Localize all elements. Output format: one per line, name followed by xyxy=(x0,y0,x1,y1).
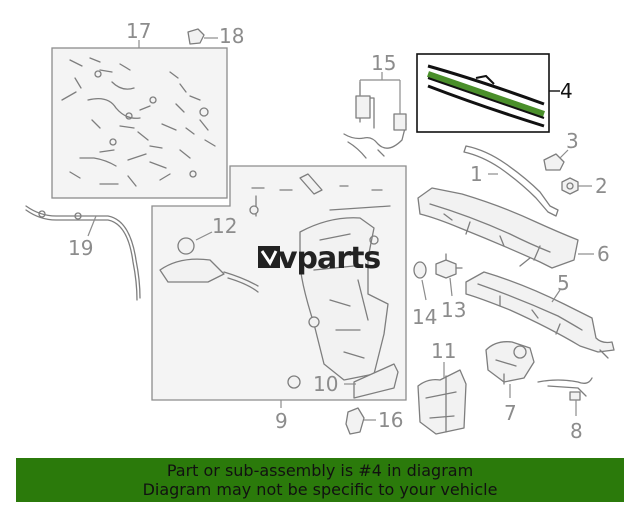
banner-line-2: Diagram may not be specific to your vehi… xyxy=(142,480,498,499)
callout-2: 2 xyxy=(595,174,608,198)
reservoir-lower-11: 11 xyxy=(417,339,467,435)
washer-hose-19: 19 xyxy=(25,205,141,301)
callout-18: 18 xyxy=(219,24,244,48)
harness-15: 15 xyxy=(343,51,407,159)
clip-18: 18 xyxy=(187,24,244,48)
callout-12: 12 xyxy=(212,214,237,238)
pump-motor-7: 7 xyxy=(485,341,535,425)
callout-10: 10 xyxy=(313,372,338,396)
parts-diagram: 17 18 19 15 4 xyxy=(25,19,615,443)
nut-2: 2 xyxy=(561,174,608,198)
seal-14: 14 xyxy=(412,261,437,329)
wiper-arm-1: 1 xyxy=(463,145,559,217)
wiper-blade-4: 4 xyxy=(416,53,573,133)
cowl-lower-5: 5 xyxy=(465,271,615,359)
callout-3: 3 xyxy=(566,129,579,153)
reservoir-box-9: 10 12 9 xyxy=(151,165,407,433)
part-info-banner: Part or sub-assembly is #4 in diagram Di… xyxy=(16,458,624,502)
vparts-watermark: vparts xyxy=(258,241,381,276)
callout-4: 4 xyxy=(560,79,573,103)
callout-19: 19 xyxy=(68,236,93,260)
harness-8: 8 xyxy=(537,377,593,443)
callout-13: 13 xyxy=(441,298,466,322)
callout-1: 1 xyxy=(470,162,483,186)
callout-6: 6 xyxy=(597,242,610,266)
callout-5: 5 xyxy=(557,271,570,295)
cowl-panel-6: 6 xyxy=(417,187,610,269)
callout-15: 15 xyxy=(371,51,396,75)
sensor-13: 13 xyxy=(435,253,466,322)
callout-17: 17 xyxy=(126,19,151,43)
grommet-3: 3 xyxy=(543,129,579,171)
banner-line-1: Part or sub-assembly is #4 in diagram xyxy=(166,461,474,480)
hose-kit-box: 17 xyxy=(51,19,228,199)
callout-14: 14 xyxy=(412,305,437,329)
connector-16: 16 xyxy=(345,407,403,435)
callout-16: 16 xyxy=(378,408,403,432)
callout-7: 7 xyxy=(504,401,517,425)
callout-8: 8 xyxy=(570,419,583,443)
callout-9: 9 xyxy=(275,409,288,433)
watermark-text: vparts xyxy=(278,241,380,276)
callout-11: 11 xyxy=(431,339,456,363)
